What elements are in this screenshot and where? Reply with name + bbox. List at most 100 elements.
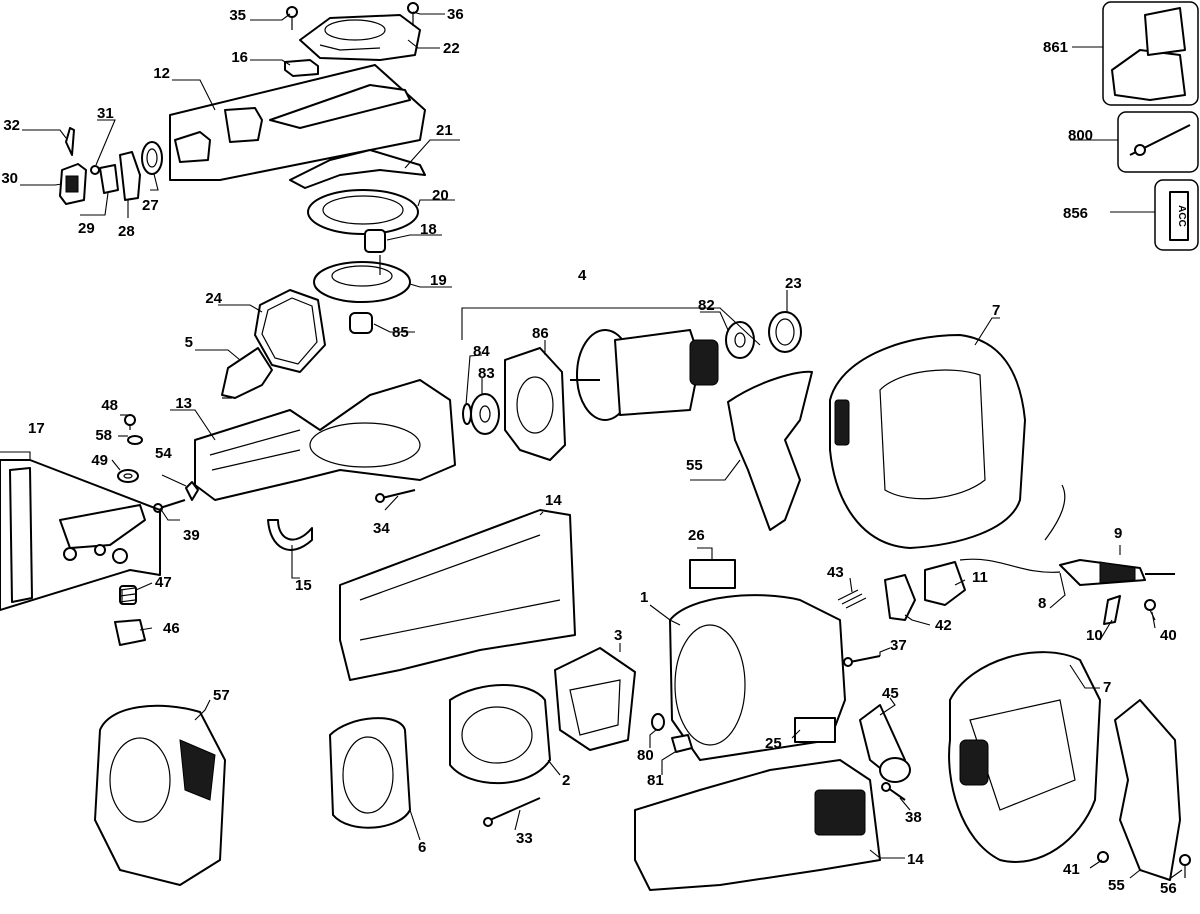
part-86-baffle	[504, 347, 566, 461]
part-4-bracket-lines	[461, 307, 761, 346]
part-83-bearing	[470, 393, 500, 435]
part-7-lower-housing	[948, 651, 1101, 863]
callout-36: 36	[447, 6, 464, 23]
part-16-block	[284, 59, 319, 77]
callout-856: 856	[1063, 205, 1088, 222]
callout-18: 18	[420, 221, 437, 238]
part-85-bushing	[349, 312, 373, 334]
callout-39: 39	[183, 527, 200, 544]
callout-19: 19	[430, 272, 447, 289]
callout-86: 86	[532, 325, 549, 342]
part-46-knob	[114, 619, 146, 646]
part-8-cord-wires	[959, 484, 1066, 573]
callout-labels: 35 36 22 16 12 32 31 30 27 29 28 21 20 1…	[1, 6, 1176, 897]
callout-3: 3	[614, 627, 622, 644]
part-23-sleeve	[768, 311, 802, 353]
callout-12: 12	[153, 65, 170, 82]
callout-28: 28	[118, 223, 135, 240]
part-84-ring	[462, 403, 472, 425]
callout-14-bottom: 14	[907, 851, 924, 868]
part-49-washer	[117, 469, 139, 483]
part-9-cord-protector	[1059, 559, 1175, 586]
part-13-gear-case	[194, 379, 456, 501]
callout-9: 9	[1114, 525, 1122, 542]
part-33-screw	[483, 797, 541, 827]
callout-17: 17	[28, 420, 45, 437]
callout-5: 5	[185, 334, 193, 351]
callout-55-bottom: 55	[1108, 877, 1125, 894]
callout-14-top: 14	[545, 492, 562, 509]
callout-81: 81	[647, 772, 664, 789]
part-10-clamp	[1103, 595, 1121, 625]
callout-1: 1	[640, 589, 648, 606]
part-22-top-plate	[299, 14, 421, 61]
callout-7-bottom: 7	[1103, 679, 1111, 696]
part-80-bearing	[651, 713, 665, 731]
callout-57: 57	[213, 687, 230, 704]
part-40-screw	[1144, 599, 1156, 621]
part-37-screw	[843, 655, 881, 667]
part-32-pin	[65, 127, 75, 156]
callout-6: 6	[418, 839, 426, 856]
callout-48: 48	[101, 397, 118, 414]
part-21-plate	[289, 149, 426, 189]
part-4-armature	[570, 329, 719, 421]
callout-800: 800	[1068, 127, 1093, 144]
part-11-switch	[924, 561, 966, 606]
part-82-bearing	[725, 321, 755, 359]
callout-40: 40	[1160, 627, 1177, 644]
part-7-upper-housing	[829, 334, 1026, 549]
part-18-spacer	[364, 229, 386, 253]
callout-85: 85	[392, 324, 409, 341]
callout-25: 25	[765, 735, 782, 752]
callout-84: 84	[473, 343, 490, 360]
part-3-brush-plate	[554, 647, 636, 751]
part-42-trigger	[884, 574, 916, 621]
part-56-screw	[1179, 854, 1191, 878]
callout-56: 56	[1160, 880, 1177, 897]
part-14-lower-half	[634, 759, 881, 891]
part-20-bearing-ring	[307, 189, 419, 235]
callout-82: 82	[698, 297, 715, 314]
accessory-label-text: ACC	[1176, 205, 1187, 227]
part-29-lever	[99, 164, 119, 194]
callout-42: 42	[935, 617, 952, 634]
part-35-screw	[286, 6, 298, 30]
part-26-label	[689, 559, 736, 589]
callout-46: 46	[163, 620, 180, 637]
part-41-screw	[1097, 851, 1109, 863]
inset-861-case	[1102, 1, 1199, 106]
part-25-label	[794, 717, 836, 743]
part-38-screw	[881, 782, 906, 801]
callout-13: 13	[175, 395, 192, 412]
part-81-brush	[671, 734, 693, 753]
callout-45: 45	[882, 685, 899, 702]
part-48-screw	[124, 414, 136, 430]
callout-11: 11	[972, 569, 988, 586]
part-36-screw	[407, 2, 419, 26]
callout-8: 8	[1038, 595, 1046, 612]
callout-38: 38	[905, 809, 922, 826]
part-43-spring	[837, 589, 867, 609]
part-5-guard	[221, 347, 273, 399]
callout-10: 10	[1086, 627, 1103, 644]
part-24-gasket	[254, 289, 326, 373]
callout-7-top: 7	[992, 302, 1000, 319]
part-58-washer	[127, 435, 143, 445]
callout-34: 34	[373, 520, 390, 537]
callout-29: 29	[78, 220, 95, 237]
inset-856-label: ACC	[1154, 179, 1199, 251]
callout-15: 15	[295, 577, 312, 594]
part-31-ball	[90, 165, 100, 175]
part-45-brush-holder	[859, 704, 911, 783]
callout-80: 80	[637, 747, 654, 764]
callout-20: 20	[432, 187, 449, 204]
part-47-spring	[119, 585, 137, 605]
part-19-gear-plate	[313, 255, 411, 303]
part-28-bracket	[119, 151, 141, 201]
callout-35: 35	[229, 7, 246, 24]
callout-41: 41	[1063, 861, 1080, 878]
part-15-seal	[267, 519, 313, 551]
callout-55-top: 55	[686, 457, 703, 474]
